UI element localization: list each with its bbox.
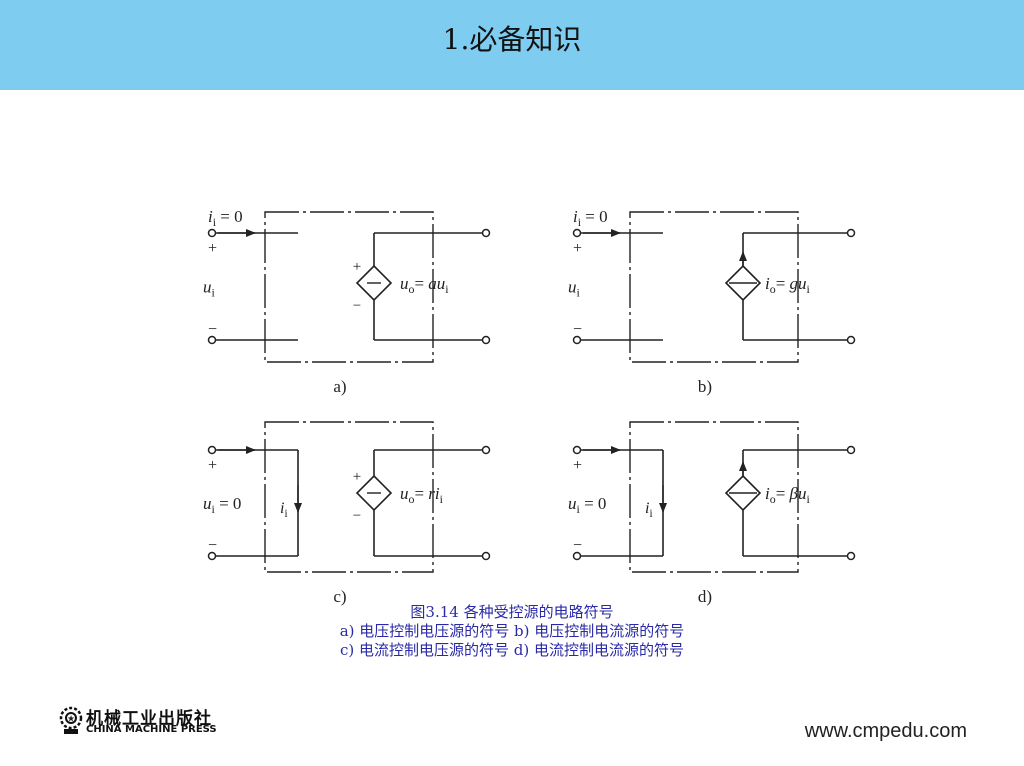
panel-label: b) [698,377,712,396]
source-plus-sign: + [353,469,361,485]
two-port-box [264,211,434,363]
circuit-panel-d: ii + − ui = 0 io= βui d) [568,421,856,606]
circuit-panel-c: ii + − ui = 0 + − uo= rii c) [203,421,491,606]
input-voltage-label: ui = 0 [568,494,606,516]
website-url[interactable]: www.cmpedu.com [804,720,967,742]
two-port-box [629,211,799,363]
input-voltage-label: ui = 0 [203,494,241,516]
source-minus-sign: − [353,298,361,314]
output-equation-label: uo= aui [400,274,449,296]
circuit-panel-a: ii = 0 + − ui + − uo= aui a) [203,207,491,396]
plus-sign: + [208,457,217,474]
publisher-logo: ★ 机械工业出版社 CHINA MACHINE PRESS [58,704,238,738]
minus-sign: − [208,321,217,338]
publisher-name-en: CHINA MACHINE PRESS [86,724,217,735]
two-port-box [629,421,799,573]
source-plus-sign: + [353,259,361,275]
caption-title: 图3.14 各种受控源的电路符号 [410,603,614,621]
terminal [846,551,856,561]
output-equation-label: uo= rii [400,484,444,506]
terminal [572,335,582,345]
minus-sign: − [573,321,582,338]
plus-sign: + [208,240,217,257]
svg-text:★: ★ [67,715,75,725]
publisher-name-cn: 机械工业出版社 [86,709,212,729]
figure-caption: 图3.14 各种受控源的电路符号 a) 电压控制电压源的符号 b) 电压控制电流… [200,603,824,660]
terminal [207,228,217,238]
terminal [481,335,491,345]
output-equation-label: io= gui [765,274,811,296]
terminal [572,551,582,561]
input-current-label: ii = 0 [208,207,243,229]
inner-current-label: ii [280,500,288,520]
input-current-label: ii = 0 [573,207,608,229]
terminal [207,445,217,455]
plus-sign: + [573,240,582,257]
terminal [846,445,856,455]
panel-label: a) [333,377,346,396]
input-voltage-label: ui [568,278,581,300]
input-voltage-label: ui [203,278,216,300]
minus-sign: − [573,537,582,554]
title-bar: 1.必备知识 [0,0,1024,90]
terminal [572,228,582,238]
gear-emblem-icon: ★ [59,706,83,734]
caption-line-ab: a) 电压控制电压源的符号 b) 电压控制电流源的符号 [339,622,685,640]
minus-sign: − [208,537,217,554]
source-minus-sign: − [353,508,361,524]
plus-sign: + [573,457,582,474]
circuit-panel-b: ii = 0 + − ui io= gui b) [568,207,856,396]
terminal [481,445,491,455]
terminal [207,551,217,561]
panel-label: c) [333,587,346,606]
output-equation-label: io= βui [765,484,811,506]
terminal [572,445,582,455]
terminal [846,228,856,238]
slide-title: 1.必备知识 [442,23,582,56]
two-port-box [264,421,434,573]
caption-line-cd: c) 电流控制电压源的符号 d) 电流控制电流源的符号 [339,641,684,659]
terminal [846,335,856,345]
inner-current-label: ii [645,500,653,520]
terminal [207,335,217,345]
terminal [481,551,491,561]
terminal [481,228,491,238]
panel-label: d) [698,587,712,606]
